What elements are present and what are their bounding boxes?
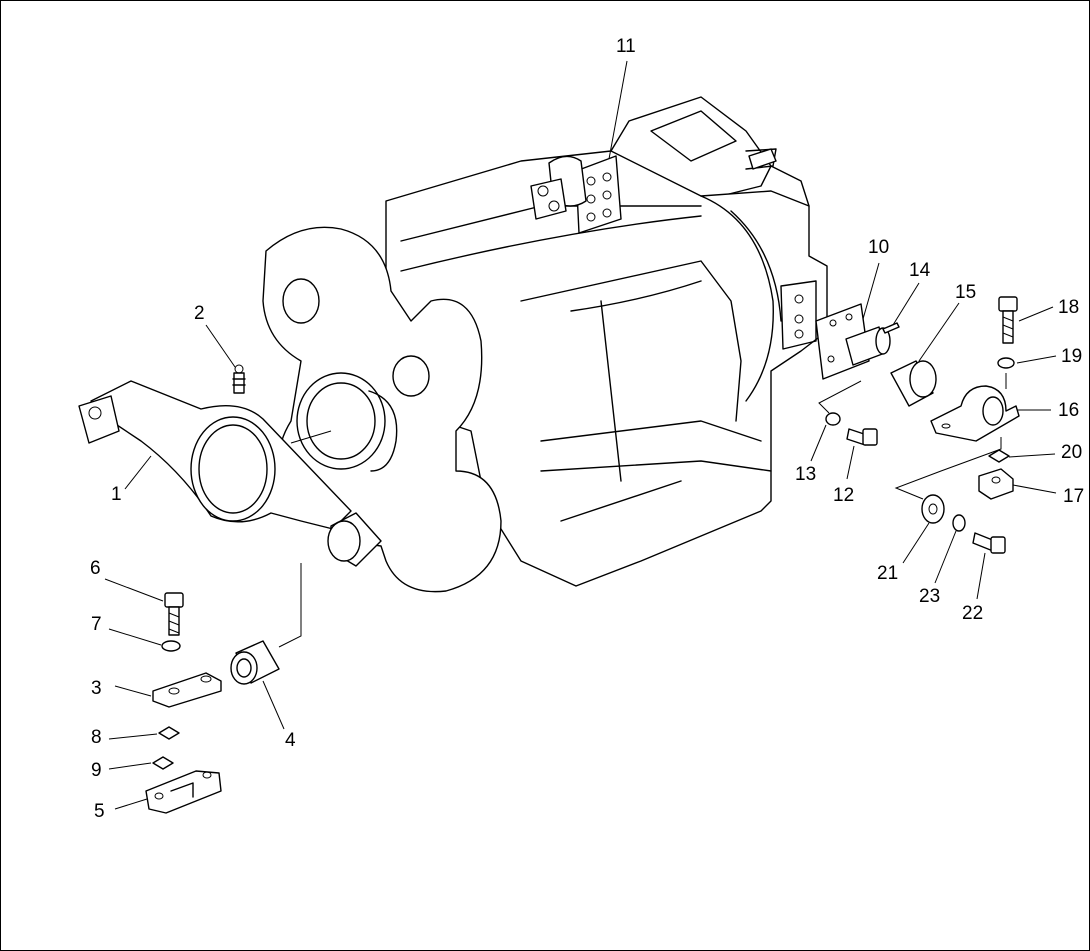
part-15-bushing [890,360,937,407]
callout-22: 22 [962,603,984,624]
part-2-grease-fitting [232,364,246,394]
callout-8: 8 [91,727,102,748]
transmission-housing [385,96,828,587]
assembly-line-4 [278,563,302,648]
part-3-cap [152,672,222,708]
part-17-block [978,468,1014,500]
leader-lines [104,60,1057,810]
callout-2: 2 [194,303,205,324]
part-11-bracket [530,155,622,234]
part-22-bolt [972,532,1006,554]
part-23-lock-washer [952,514,966,532]
callout-4: 4 [285,730,296,751]
part-4-bushing-installed [327,512,382,567]
part-14-pin [882,322,900,334]
callout-16: 16 [1058,400,1080,421]
callout-17: 17 [1063,486,1085,507]
part-4-bushing [230,640,280,685]
callout-12: 12 [833,485,855,506]
part-13-washer [825,412,841,426]
part-18-bolt [998,296,1018,344]
callout-6: 6 [90,558,101,579]
callout-18: 18 [1058,297,1080,318]
part-5-base [145,770,222,814]
callout-14: 14 [909,260,931,281]
part-20-shim [988,449,1010,463]
callout-20: 20 [1061,442,1083,463]
assembly-line-13 [818,380,862,414]
part-7-washer [161,640,181,652]
assembly-line-21 [894,437,1002,500]
callout-10: 10 [868,237,890,258]
callout-7: 7 [91,614,102,635]
callout-23: 23 [919,586,941,607]
part-1-support-arm [78,380,352,530]
callout-3: 3 [91,678,102,699]
part-16-bracket [930,385,1020,442]
part-12-bolt [846,428,878,446]
callout-1: 1 [111,484,122,505]
part-6-bolt [164,592,184,636]
callout-9: 9 [91,760,102,781]
callout-5: 5 [94,801,105,822]
callout-21: 21 [877,563,899,584]
part-21-washer [921,494,945,524]
callout-11: 11 [616,36,636,57]
callout-15: 15 [955,282,977,303]
callout-13: 13 [795,464,817,485]
part-8-shim [158,726,180,740]
part-10-flange [815,303,891,380]
part-9-shim [152,756,174,770]
part-19-washer [997,357,1015,369]
callout-19: 19 [1061,346,1083,367]
